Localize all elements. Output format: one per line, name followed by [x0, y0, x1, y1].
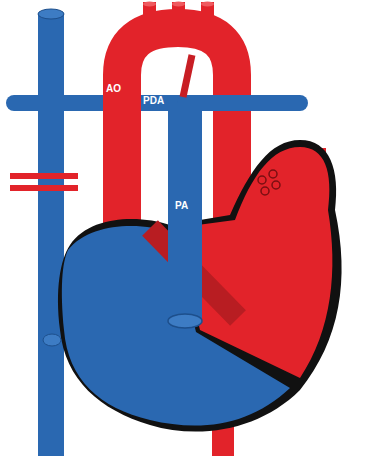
vena-cava-end [38, 9, 64, 19]
pulmonary-trunk [168, 103, 202, 321]
vein-opening [269, 170, 277, 178]
branch-end [201, 2, 214, 7]
pulmonary-vein [10, 185, 78, 191]
arch-branch [172, 2, 185, 24]
vein-opening [258, 176, 266, 184]
right-pulmonary-artery [14, 95, 185, 111]
vessel-label: AO [106, 83, 121, 95]
pulmonary-vein [10, 173, 78, 179]
vessel-label: PA [175, 200, 188, 212]
vein-opening [261, 187, 269, 195]
ductus-arteriosus [183, 55, 192, 97]
trunk-end [168, 314, 202, 328]
branch-end [172, 2, 185, 7]
branch-end [143, 2, 156, 7]
left-pulmonary-artery [185, 95, 300, 111]
arch-branch [201, 2, 214, 26]
vena-cava [38, 14, 64, 456]
vein-opening [272, 181, 280, 189]
arch-branch [143, 2, 156, 26]
vessel-opening [43, 334, 61, 346]
vessel-label: PDA [143, 95, 164, 107]
